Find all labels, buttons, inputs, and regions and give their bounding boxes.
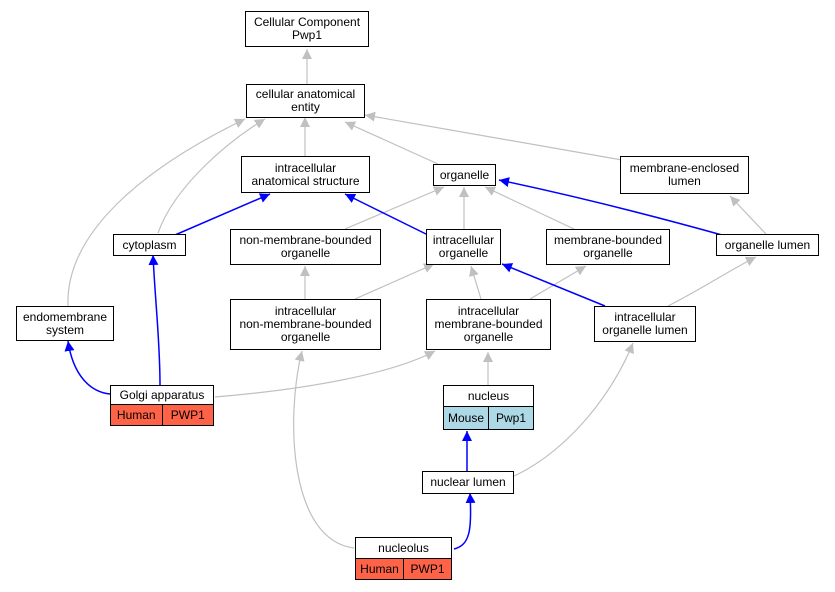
edge-ol-to-mel [729, 195, 767, 235]
species-tag: Human [110, 405, 163, 426]
node-label: Golgi apparatus [110, 385, 214, 405]
edge-iol-to-ol [667, 256, 757, 307]
edge-golgi-to-endo [64, 340, 111, 395]
edge-nl-to-iol [499, 342, 634, 483]
edge-iol-to-io [501, 263, 606, 307]
node-golgi-apparatus[interactable]: Golgi apparatus Human PWP1 [110, 385, 214, 426]
edge-endo-to-cae [67, 118, 246, 307]
node-label: nucleus [443, 385, 534, 407]
gene-tag: PWP1 [404, 559, 452, 580]
edge-ol-to-organelle [498, 177, 723, 236]
node-nucleolus[interactable]: nucleolus Human PWP1 [355, 537, 452, 580]
species-tag: Mouse [443, 407, 489, 430]
edge-nucleolus-to-nl [453, 492, 476, 550]
node-non-membrane-bounded-organelle[interactable]: non-membrane-bounded organelle [230, 229, 381, 265]
node-nuclear-lumen[interactable]: nuclear lumen [422, 471, 514, 494]
edge-imbo-to-mbo [529, 265, 587, 300]
node-cellular-anatomical-entity[interactable]: cellular anatomical entity [246, 84, 365, 118]
node-intracellular-non-membrane-bounded-organelle[interactable]: intracellular non-membrane-bounded organ… [230, 299, 381, 350]
node-endomembrane-system[interactable]: endomembrane system [16, 306, 114, 341]
edge-mel-to-cae [364, 111, 623, 161]
node-nucleus[interactable]: nucleus Mouse Pwp1 [443, 385, 534, 430]
node-cytoplasm[interactable]: cytoplasm [113, 234, 186, 256]
edge-inmbo-to-io [354, 263, 435, 300]
species-tag: Human [355, 559, 404, 580]
node-organelle-lumen[interactable]: organelle lumen [716, 234, 819, 256]
edge-nmbo-to-organelle [344, 186, 445, 230]
gene-tag: PWP1 [162, 405, 214, 426]
edge-cytoplasm-to-cae [157, 118, 266, 234]
edge-golgi-to-cytoplasm [148, 254, 161, 386]
edge-io-to-ias [344, 193, 429, 236]
node-organelle[interactable]: organelle [433, 164, 496, 186]
node-intracellular-organelle-lumen[interactable]: intracellular organelle lumen [594, 306, 696, 342]
node-intracellular-membrane-bounded-organelle[interactable]: intracellular membrane-bounded organelle [426, 299, 551, 350]
node-intracellular-anatomical-structure[interactable]: intracellular anatomical structure [241, 156, 370, 193]
edge-nucleolus-to-inmbo [293, 350, 355, 549]
edge-organelle-to-cae [344, 121, 439, 165]
node-intracellular-organelle[interactable]: intracellular organelle [426, 229, 501, 265]
edge-golgi-to-imbo [214, 350, 436, 398]
node-membrane-enclosed-lumen[interactable]: membrane-enclosed lumen [620, 156, 749, 194]
edge-cytoplasm-to-ias [174, 193, 271, 236]
node-root[interactable]: Cellular Component Pwp1 [245, 11, 369, 47]
gene-tag: Pwp1 [489, 407, 534, 430]
node-label: nucleolus [355, 537, 452, 559]
edge-mbo-to-organelle [484, 186, 575, 230]
node-membrane-bounded-organelle[interactable]: membrane-bounded organelle [546, 229, 670, 265]
edge-imbo-to-io [469, 265, 482, 300]
